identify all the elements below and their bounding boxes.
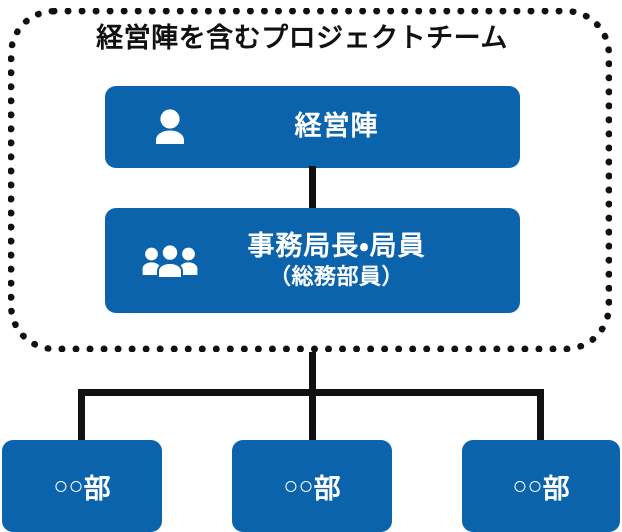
department-1-suffix: 部 [83,473,111,504]
department-2-suffix: 部 [313,473,341,504]
connector-group-stem [309,352,316,395]
node-secretariat-label-sub: （総務部員） [268,263,404,289]
node-executives-label-main: 経営陣 [294,111,379,142]
node-department-2[interactable]: ○○部 [232,440,392,532]
connector-drop-dept-3 [537,389,544,443]
node-secretariat-label: 事務局長・局員 （総務部員） [105,231,520,290]
node-executives-label: 経営陣 [105,111,520,143]
department-1-circles: ○○ [53,471,84,500]
node-department-2-label: ○○部 [283,467,340,506]
node-executives[interactable]: 経営陣 [105,86,520,168]
connector-executives-to-secretariat [309,166,316,210]
project-team-group-container [8,8,612,352]
node-department-3[interactable]: ○○部 [462,440,620,532]
group-of-people-icon [133,242,207,280]
connector-drop-dept-1 [78,389,85,443]
node-secretariat-label-main: 事務局長・局員 [247,230,426,261]
node-department-1-label: ○○部 [53,467,110,506]
department-2-circles: ○○ [283,471,314,500]
single-person-icon [133,108,207,146]
node-secretariat[interactable]: 事務局長・局員 （総務部員） [105,208,520,313]
department-3-suffix: 部 [542,473,570,504]
group-title: 経営陣を含むプロジェクトチーム [96,23,508,53]
node-department-1[interactable]: ○○部 [2,440,162,532]
node-department-3-label: ○○部 [512,467,569,506]
connector-drop-dept-2 [309,389,316,443]
department-3-circles: ○○ [512,471,543,500]
